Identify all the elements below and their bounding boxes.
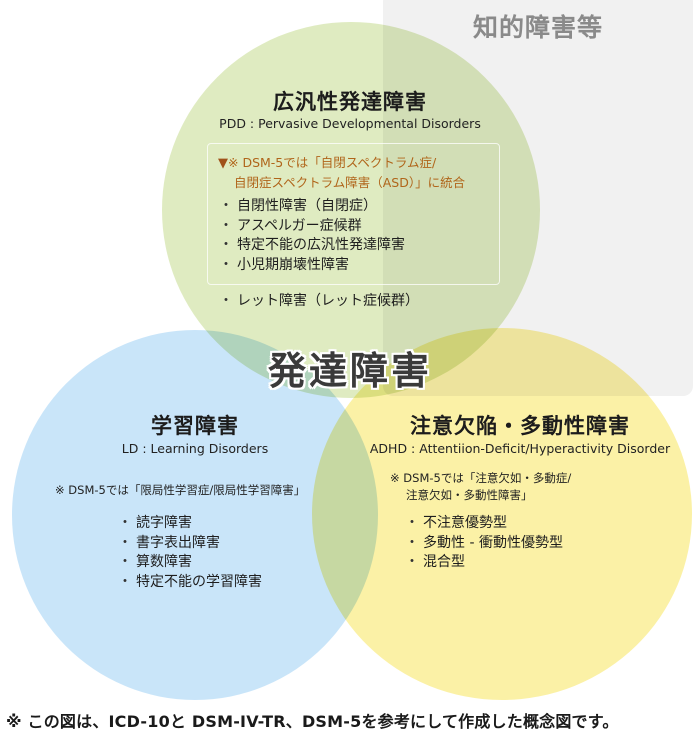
adhd-title: 注意欠陥・多動性障害: [410, 414, 630, 438]
pdd-note-line1: ※ DSM-5では「自閉スペクトラム症/: [228, 155, 437, 170]
list-item: ・書字表出障害: [118, 534, 262, 554]
adhd-list: ・不注意優勢型 ・多動性 - 衝動性優勢型 ・混合型: [405, 514, 563, 573]
intellectual-disability-label: 知的障害等: [472, 13, 603, 42]
list-item: ・レット障害（レット症候群）: [219, 292, 419, 312]
bullet-icon: ・: [219, 256, 233, 273]
pdd-asd-group-box: [207, 143, 500, 285]
adhd-note-line2: 注意欠如・多動性障害」: [406, 488, 533, 502]
bullet-icon: ・: [219, 198, 233, 214]
adhd-note-line1: ※ DSM-5では「注意欠如・多動症/: [390, 471, 572, 485]
pdd-note-line2: 自閉症スペクトラム障害（ASD）」に統合: [234, 175, 466, 190]
pdd-extra-list: ・レット障害（レット症候群）: [219, 292, 419, 312]
bullet-icon: ・: [219, 217, 233, 234]
list-item: ・不注意優勢型: [405, 514, 563, 534]
bullet-icon: ・: [219, 293, 233, 309]
bullet-icon: ・: [118, 515, 132, 531]
list-item: ・多動性 - 衝動性優勢型: [405, 534, 563, 554]
adhd-circle: [312, 328, 692, 700]
pdd-title: 広汎性発達障害: [273, 90, 427, 114]
ld-title: 学習障害: [151, 414, 239, 438]
list-item: ・特定不能の学習障害: [118, 573, 262, 593]
footer-note: ※ この図は、ICD-10と DSM-IV-TR、DSM-5を参考にして作成した…: [6, 712, 619, 731]
bullet-icon: ・: [118, 573, 132, 590]
bullet-icon: ・: [219, 237, 233, 253]
bullet-icon: ・: [118, 554, 132, 570]
bullet-icon: ・: [405, 515, 419, 531]
list-item: ・読字障害: [118, 514, 262, 534]
list-item: ・自閉性障害（自閉症）: [219, 197, 405, 217]
ld-list: ・読字障害 ・書字表出障害 ・算数障害 ・特定不能の学習障害: [118, 514, 262, 592]
bullet-icon: ・: [405, 554, 419, 570]
ld-dsm5-note: ※ DSM-5では「限局性学習症/限局性学習障害」: [55, 483, 306, 497]
bullet-icon: ・: [405, 534, 419, 551]
list-item: ・混合型: [405, 553, 563, 573]
pdd-list: ・自閉性障害（自閉症） ・アスペルガー症候群 ・特定不能の広汎性発達障害 ・小児…: [219, 197, 405, 275]
list-item: ・算数障害: [118, 553, 262, 573]
pdd-dsm5-note: ▼※ DSM-5では「自閉スペクトラム症/ 自閉症スペクトラム障害（ASD）」に…: [218, 153, 465, 192]
ld-subtitle: LD : Learning Disorders: [121, 441, 269, 456]
list-item: ・アスペルガー症候群: [219, 217, 405, 237]
developmental-disorders-label: 発達障害: [267, 349, 432, 393]
list-item: ・特定不能の広汎性発達障害: [219, 236, 405, 256]
adhd-subtitle: ADHD : Attentiion-Deficit/Hyperactivity …: [369, 441, 671, 456]
adhd-dsm5-note: ※ DSM-5では「注意欠如・多動症/ 注意欠如・多動性障害」: [390, 470, 571, 504]
pdd-subtitle: PDD : Pervasive Developmental Disorders: [219, 116, 481, 131]
triangle-down-icon: ▼: [218, 156, 228, 171]
bullet-icon: ・: [118, 534, 132, 551]
list-item: ・小児期崩壊性障害: [219, 256, 405, 276]
